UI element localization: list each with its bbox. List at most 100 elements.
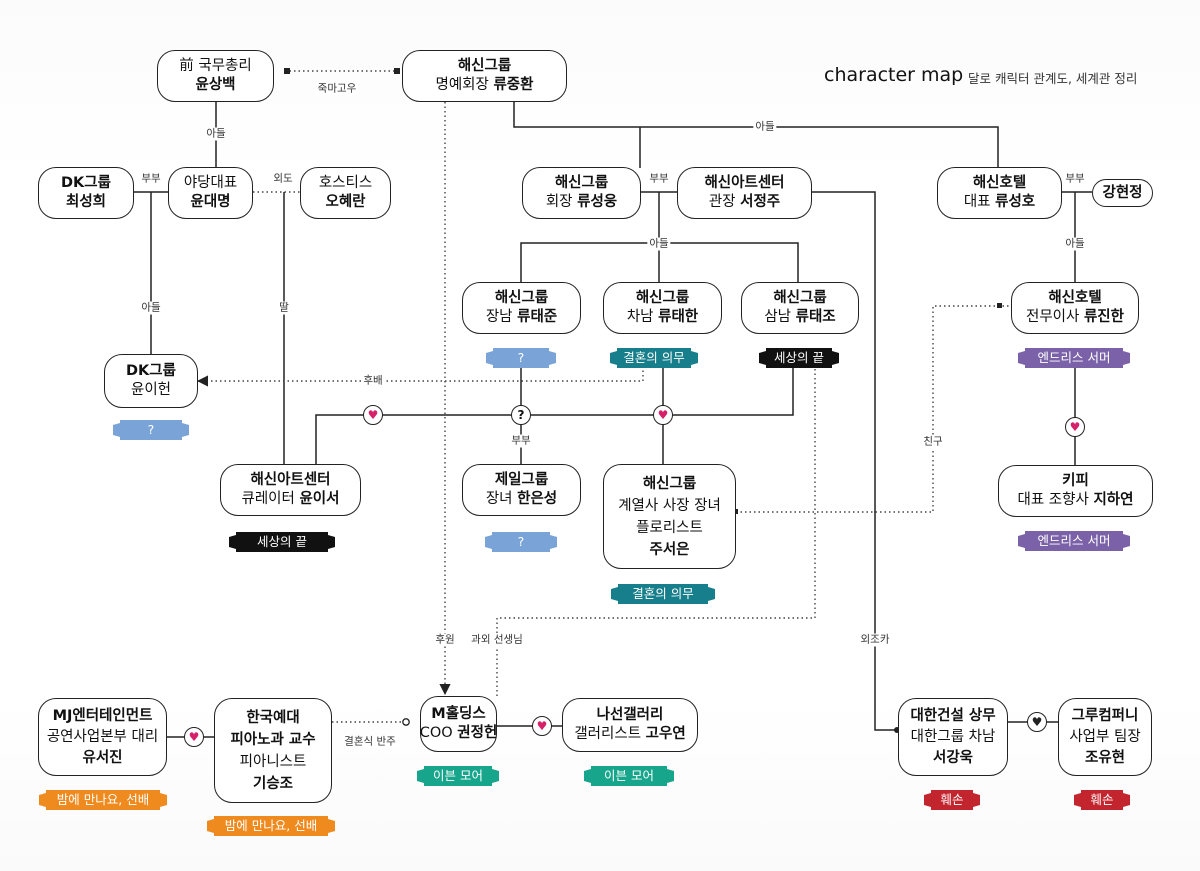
node-affiliation: 제일그룹 xyxy=(494,472,549,488)
node-name: 유서진 xyxy=(82,749,123,766)
heart-icon: ♥ xyxy=(1027,712,1047,732)
node-role: 대표 조향사 xyxy=(1017,492,1094,508)
node-name: 강현정 xyxy=(1102,184,1143,201)
heart-icon: ♥ xyxy=(532,716,552,736)
node-role: 플로리스트 xyxy=(636,519,703,536)
edge-label-affair: 외도 xyxy=(271,172,295,186)
node-affiliation: 해신아트센터 xyxy=(250,472,331,488)
node-affiliation: DK그룹 xyxy=(126,363,176,379)
node-role: 삼남 xyxy=(764,309,796,325)
tag-ryu-jinhan: 엔드리스 서머 xyxy=(1018,348,1130,368)
node-name: 윤이서 xyxy=(299,491,340,507)
node-role: 계열사 사장 장녀 xyxy=(618,497,721,514)
edge-label-sponsor: 후원 xyxy=(433,633,457,647)
node-yun-daemyeong[interactable]: 야당대표 윤대명 xyxy=(168,167,253,219)
node-name: 류중환 xyxy=(493,77,534,93)
edge-label-son: 아들 xyxy=(647,237,671,251)
node-role: 회장 xyxy=(545,194,578,210)
node-affiliation: 나선갤러리 xyxy=(596,707,664,723)
node-name: 윤상백 xyxy=(195,77,236,93)
node-name: 최성희 xyxy=(65,194,107,210)
node-seo-ganguk[interactable]: 대한건설 상무 대한그룹 차남 서강욱 xyxy=(898,698,1008,776)
heart-icon: ♥ xyxy=(653,405,673,425)
node-role: 관장 xyxy=(708,194,741,210)
node-yun-iheon[interactable]: DK그룹 윤이헌 xyxy=(104,354,198,408)
node-yun-iseo[interactable]: 해신아트센터 큐레이터 윤이서 xyxy=(220,464,361,516)
node-ryu-seongung[interactable]: 해신그룹 회장 류성웅 xyxy=(522,167,641,219)
node-choi-seonghui[interactable]: DK그룹 최성희 xyxy=(38,167,134,219)
edge-label-junior: 후배 xyxy=(361,374,385,388)
node-affiliation: 해신그룹 xyxy=(773,290,827,306)
node-ko-uyeon[interactable]: 나선갤러리 갤러리스트 고우연 xyxy=(562,698,698,752)
edge-label-daughter: 딸 xyxy=(277,301,291,315)
edge-label-tutor: 과외 선생님 xyxy=(469,633,525,647)
node-name: 류태준 xyxy=(517,309,558,325)
edge-label-cousin: 외조카 xyxy=(858,633,892,647)
node-yun-sangbaek[interactable]: 前 국무총리 윤상백 xyxy=(157,50,274,102)
node-name: 류성웅 xyxy=(577,194,618,210)
node-ryu-seongho[interactable]: 해신호텔 대표 류성호 xyxy=(937,167,1062,219)
node-role: 큐레이터 xyxy=(241,491,300,507)
edge-label-couple: 부부 xyxy=(139,172,163,186)
tag-ki-seungjo: 밤에 만나요, 선배 xyxy=(207,816,335,836)
node-ryu-taejo[interactable]: 해신그룹 삼남 류태조 xyxy=(741,282,859,334)
node-affiliation: 호스티스 xyxy=(318,175,373,191)
question-icon: ? xyxy=(511,405,531,425)
tag-kwon-jeongheon: 이븐 모어 xyxy=(417,766,499,786)
node-affiliation: MJ엔터테인먼트 xyxy=(52,707,153,724)
node-ryu-taehan[interactable]: 해신그룹 차남 류태한 xyxy=(603,282,722,334)
node-jo-yuhyeon[interactable]: 그루컴퍼니 사업부 팀장 조유현 xyxy=(1058,698,1152,776)
edge-label-son: 아들 xyxy=(1063,237,1087,251)
map-title: character map xyxy=(824,64,964,86)
node-affiliation: 해신그룹 xyxy=(554,175,609,191)
node-role: 장녀 xyxy=(485,491,518,507)
node-affiliation: 해신그룹 xyxy=(494,290,549,306)
node-affiliation: DK그룹 xyxy=(61,175,111,191)
node-oh-hyeran[interactable]: 호스티스 오혜란 xyxy=(300,167,391,219)
node-role: 대표 xyxy=(963,194,996,210)
node-kang-hyeonjeong[interactable]: 강현정 xyxy=(1092,179,1153,207)
node-seo-jeongju[interactable]: 해신아트센터 관장 서정주 xyxy=(677,167,812,219)
edge-label-son: 아들 xyxy=(204,127,228,141)
node-role: 갤러리스트 xyxy=(574,726,646,742)
node-affiliation: 한국예대 xyxy=(246,709,300,726)
node-name: 류성호 xyxy=(995,194,1036,210)
node-name: 주서은 xyxy=(649,541,690,558)
node-affiliation: 해신아트센터 xyxy=(704,175,785,191)
node-name: 서정주 xyxy=(740,194,781,210)
tag-ryu-taejo: 세상의 끝 xyxy=(759,348,839,368)
node-role: COO xyxy=(419,725,458,741)
tag-jo-yuhyeon: 훼손 xyxy=(1074,790,1130,810)
node-ryu-junghwan[interactable]: 해신그룹 명예회장 류중환 xyxy=(402,50,567,102)
node-name: 오혜란 xyxy=(325,194,366,210)
node-ryu-taejun[interactable]: 해신그룹 장남 류태준 xyxy=(462,282,581,334)
tag-ko-uyeon: 이븐 모어 xyxy=(584,766,674,786)
node-name: 류진한 xyxy=(1083,309,1124,325)
tag-ryu-taejun: ? xyxy=(486,348,556,368)
node-affiliation: M홀딩스 xyxy=(431,706,486,722)
node-name: 류태한 xyxy=(658,309,699,325)
node-yu-seojin[interactable]: MJ엔터테인먼트 공연사업본부 대리 유서진 xyxy=(38,698,167,776)
node-name: 류태조 xyxy=(795,309,836,325)
tag-yu-seojin: 밤에 만나요, 선배 xyxy=(39,790,167,810)
node-affiliation: 대한건설 상무 xyxy=(910,707,996,724)
edge-label-jukmagou: 죽마고우 xyxy=(315,82,359,96)
node-name: 고우연 xyxy=(645,726,686,742)
edge-label-son: 아들 xyxy=(139,301,163,315)
node-kwon-jeongheon[interactable]: M홀딩스 COO 권정헌 xyxy=(420,696,497,752)
node-ki-seungjo[interactable]: 한국예대 피아노과 교수 피아니스트 기승조 xyxy=(214,698,332,803)
edge-label-couple: 부부 xyxy=(1063,172,1087,186)
node-joo-seoeun[interactable]: 해신그룹 계열사 사장 장녀 플로리스트 주서은 xyxy=(603,464,736,569)
node-affiliation: 해신그룹 xyxy=(635,290,690,306)
node-role: 명예회장 xyxy=(435,77,494,93)
node-affiliation: 키피 xyxy=(1062,473,1089,489)
heart-icon: ♥ xyxy=(1065,417,1085,437)
node-han-eunseong[interactable]: 제일그룹 장녀 한은성 xyxy=(462,464,581,516)
node-ji-hayeon[interactable]: 키피 대표 조향사 지하연 xyxy=(998,465,1153,517)
tag-seo-ganguk: 훼손 xyxy=(924,790,980,810)
node-name: 서강욱 xyxy=(932,749,974,766)
node-name: 지하연 xyxy=(1093,492,1134,508)
edge-label-friend: 친구 xyxy=(921,435,945,449)
node-name: 권정헌 xyxy=(457,725,498,741)
node-ryu-jinhan[interactable]: 해신호텔 전무이사 류진한 xyxy=(1011,282,1139,334)
